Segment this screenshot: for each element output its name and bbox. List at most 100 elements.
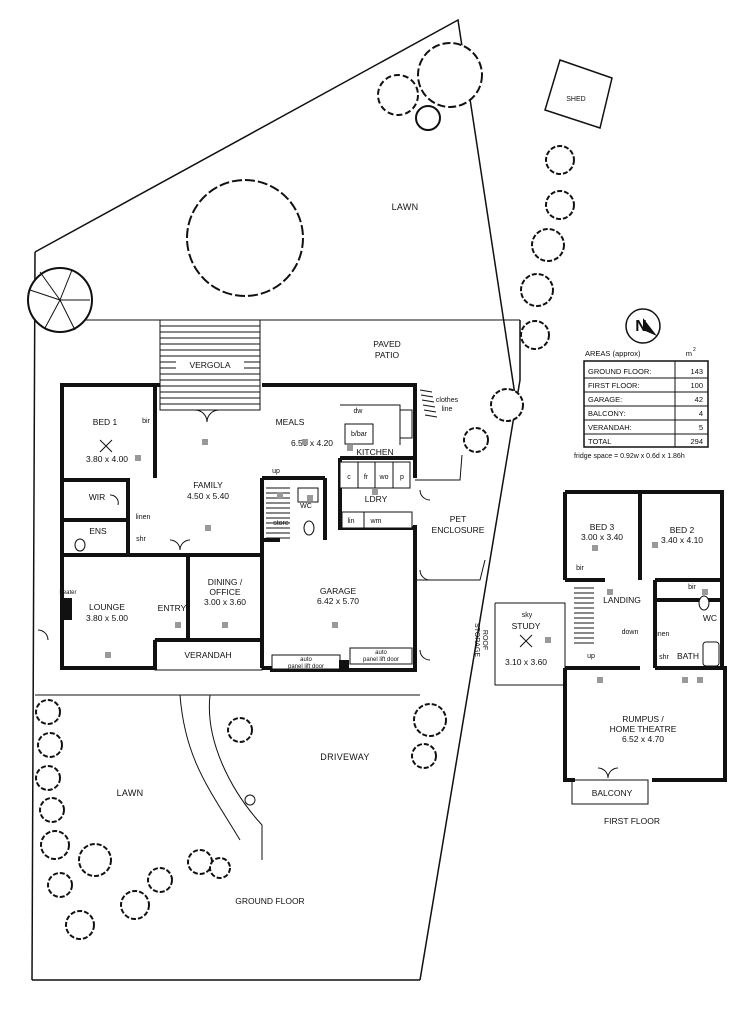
driveway-label: DRIVEWAY — [320, 752, 369, 762]
bed1-bir: bir — [142, 418, 150, 425]
clothes-line-wire — [424, 414, 438, 418]
north-arrow-icon: N — [625, 308, 661, 344]
room-marker — [222, 622, 228, 628]
pet-label: PET — [450, 514, 467, 524]
tree-icon — [413, 703, 447, 737]
heater-label: heater — [59, 590, 76, 596]
kit-wo: wo — [379, 474, 389, 481]
room-marker — [135, 455, 141, 461]
ground-floor-title: GROUND FLOOR — [235, 896, 304, 906]
landing-label: LANDING — [603, 595, 641, 605]
room-marker — [307, 495, 313, 501]
kit-fr: fr — [364, 474, 369, 481]
gf-wc: WC — [300, 503, 312, 510]
area-row-value: 143 — [690, 367, 703, 376]
tree-icon — [120, 890, 150, 920]
ff-linen: linen — [655, 631, 670, 638]
areas-table: AREAS (approx) m 2 GROUND FLOOR:143FIRST… — [574, 347, 709, 460]
ff-down: down — [622, 629, 639, 636]
room-marker — [697, 677, 703, 683]
bed1-name: BED 1 — [93, 417, 118, 427]
tree-icon — [209, 857, 231, 879]
first-floor-fixtures — [571, 587, 720, 805]
gdoor2-panel: panel lift door — [363, 657, 399, 663]
area-row-value: 4 — [699, 409, 703, 418]
tree-icon — [545, 145, 575, 175]
family-size: 4.50 x 5.40 — [187, 491, 229, 501]
room-marker — [175, 622, 181, 628]
area-row-label: GARAGE: — [588, 395, 622, 404]
ground-floor-fixtures — [37, 404, 431, 671]
bath-label: BATH — [677, 651, 699, 661]
tree-icon — [520, 320, 550, 350]
room-marker — [202, 439, 208, 445]
ff-shr: shr — [659, 654, 669, 661]
room-marker — [205, 525, 211, 531]
areas-unit-sup: 2 — [693, 347, 696, 353]
clothes-line-wire — [422, 404, 436, 408]
gf-up: up — [272, 468, 280, 475]
site-boundary — [31, 18, 521, 981]
room-markers — [105, 439, 708, 683]
first-floor-title: FIRST FLOOR — [604, 816, 660, 826]
garage-size: 6.42 x 5.70 — [317, 596, 359, 606]
gf-shr: shr — [136, 536, 146, 543]
lounge-name: LOUNGE — [89, 602, 125, 612]
tree-icon — [463, 427, 489, 453]
room-marker — [277, 492, 283, 498]
study-size: 3.10 x 3.60 — [505, 657, 547, 667]
shed-label: SHED — [566, 96, 585, 103]
vergola-label: VERGOLA — [189, 360, 230, 370]
room-marker — [372, 489, 378, 495]
gdoor1-auto: auto — [300, 657, 312, 663]
breakfast-bar — [344, 423, 374, 445]
study-sky: sky — [522, 612, 533, 619]
ldry-wm: wm — [370, 518, 382, 525]
ens-label: ENS — [89, 526, 107, 536]
tree-icon — [78, 843, 112, 877]
ldry-label: LDRY — [365, 494, 388, 504]
tree-icon — [35, 699, 61, 725]
room-marker — [545, 637, 551, 643]
meals-name: MEALS — [276, 417, 305, 427]
area-row-value: 42 — [695, 395, 703, 404]
clothes-line: clothes line — [419, 389, 459, 418]
room-marker — [347, 445, 353, 451]
bed1-size: 3.80 x 4.00 — [86, 454, 128, 464]
dining-name: DINING / — [208, 577, 243, 587]
lawn-top-label: LAWN — [392, 202, 419, 212]
area-row-label: GROUND FLOOR: — [588, 367, 651, 376]
pet-enclosure: PET ENCLOSURE — [415, 454, 486, 581]
bed3-name: BED 3 — [590, 522, 615, 532]
ceiling-fan-markers — [99, 439, 533, 648]
kit-c: c — [347, 474, 351, 481]
areas-total-value: 294 — [690, 437, 703, 446]
balcony-label: BALCONY — [592, 788, 633, 798]
tree-icon — [520, 273, 554, 307]
tree-icon — [545, 190, 575, 220]
palm-tree-icon — [27, 267, 93, 333]
clothes-line-wire — [420, 394, 434, 398]
tree-icon — [411, 743, 437, 769]
clothes-line-wire — [423, 409, 437, 413]
clothes-line-wire — [421, 399, 435, 403]
meals-size: 6.50 x 4.20 — [291, 438, 333, 448]
rumpus-size: 6.52 x 4.70 — [622, 734, 664, 744]
area-row-label: FIRST FLOOR: — [588, 381, 640, 390]
first-floor-labels: BED 3 3.00 x 3.40 BED 2 3.40 x 4.10 bir … — [505, 522, 717, 826]
rumpus-name: RUMPUS / — [622, 714, 664, 724]
bed2-size: 3.40 x 4.10 — [661, 535, 703, 545]
patio-label: PATIO — [375, 350, 400, 360]
tree-icon — [490, 388, 524, 422]
tree-cluster-icon — [377, 42, 483, 131]
tree-icon — [147, 867, 173, 893]
garden-paths — [179, 694, 263, 860]
areas-total-label: TOTAL — [588, 437, 611, 446]
tree-icon — [65, 910, 95, 940]
room-marker — [607, 589, 613, 595]
ff-wc: WC — [703, 613, 717, 623]
large-tree-icon — [186, 179, 304, 297]
area-row-value: 5 — [699, 423, 703, 432]
room-marker — [682, 677, 688, 683]
